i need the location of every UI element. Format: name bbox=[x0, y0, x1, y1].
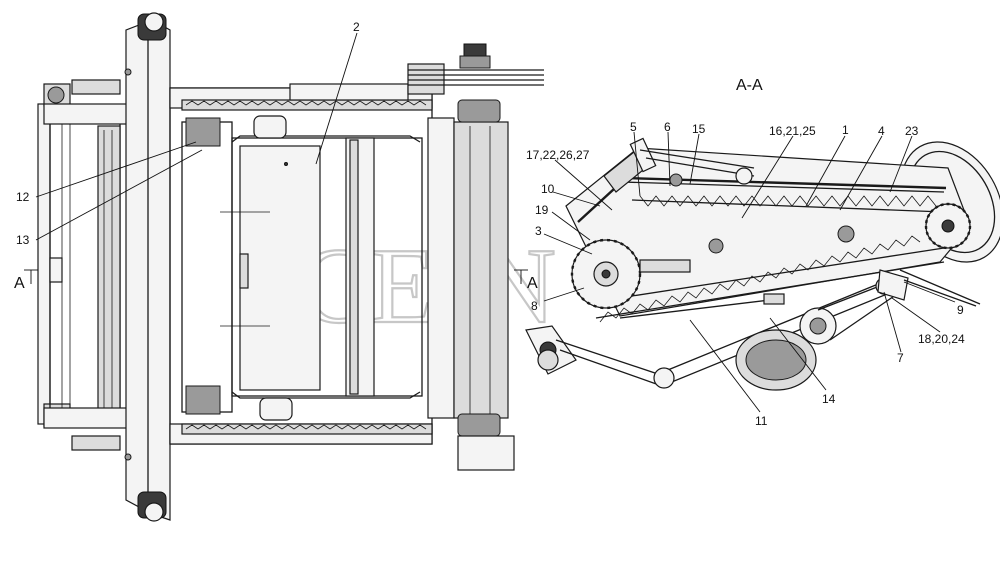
callout-12: 12 bbox=[16, 190, 30, 204]
drive-sprocket bbox=[570, 238, 691, 310]
callout-23: 23 bbox=[905, 124, 919, 138]
callout-2: 2 bbox=[353, 20, 360, 34]
section-mark-left-label: A bbox=[14, 275, 25, 292]
chain-links bbox=[599, 195, 937, 323]
section-mark-left: A bbox=[14, 269, 38, 292]
inner-panels bbox=[220, 137, 375, 397]
right-roller bbox=[407, 43, 544, 471]
callout-11: 11 bbox=[755, 414, 768, 428]
callout-17-22-26-27: 17,22,26,27 bbox=[526, 148, 590, 162]
callout-5: 5 bbox=[630, 120, 637, 134]
callout-13: 13 bbox=[16, 233, 30, 247]
motor-assembly bbox=[735, 269, 981, 391]
callout-10: 10 bbox=[541, 182, 555, 196]
lower-linkage bbox=[525, 279, 893, 389]
callout-7: 7 bbox=[897, 351, 904, 365]
left-end-frame bbox=[37, 79, 169, 451]
callout-18-20-24: 18,20,24 bbox=[918, 332, 965, 346]
callout-3: 3 bbox=[535, 224, 542, 238]
callout-14: 14 bbox=[822, 392, 836, 406]
callout-15: 15 bbox=[692, 122, 706, 136]
section-mark-right: A bbox=[514, 269, 538, 292]
section-title: A-A bbox=[736, 77, 763, 94]
callout-9: 9 bbox=[957, 303, 964, 317]
watermark-text: CEJN bbox=[298, 227, 556, 346]
side-frame bbox=[124, 12, 171, 522]
section-view bbox=[525, 137, 1000, 391]
callout-6: 6 bbox=[664, 120, 671, 134]
leader-lines bbox=[35, 32, 956, 413]
callout-8: 8 bbox=[531, 299, 538, 313]
callout-19: 19 bbox=[535, 203, 549, 217]
chain-strips bbox=[181, 83, 433, 435]
section-mark-right-label: A bbox=[527, 275, 538, 292]
idler-sprocket bbox=[924, 202, 972, 250]
callout-16-21-25: 16,21,25 bbox=[769, 124, 816, 138]
callout-labels: 2 12 13 5 6 15 16,21,25 1 4 23 17,22,26,… bbox=[16, 20, 965, 428]
plan-view bbox=[37, 12, 544, 522]
callout-1: 1 bbox=[842, 123, 849, 137]
callout-4: 4 bbox=[878, 124, 885, 138]
